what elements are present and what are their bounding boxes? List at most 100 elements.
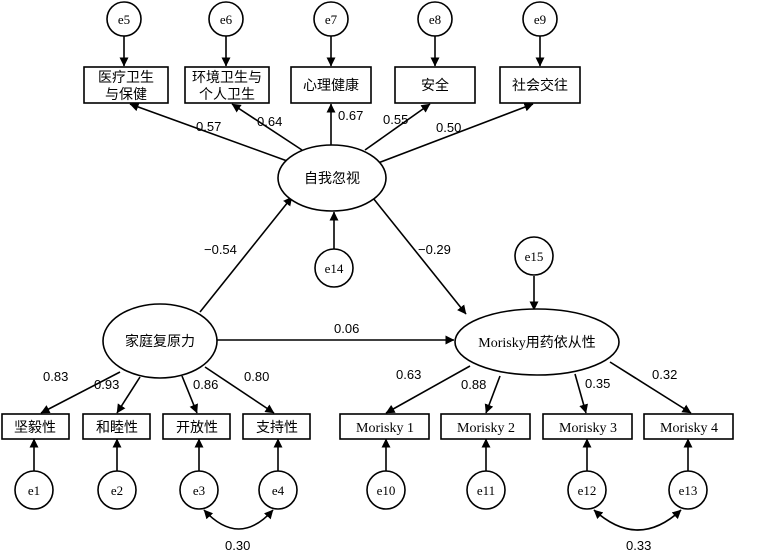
box-social xyxy=(499,66,581,104)
box-morisky3 xyxy=(542,413,633,440)
error-e4 xyxy=(258,470,298,510)
error-e1 xyxy=(14,470,54,510)
error-e5 xyxy=(106,1,142,37)
coef-sn-env: 0.64 xyxy=(257,114,282,129)
coef-sn-safety: 0.55 xyxy=(383,112,408,127)
error-e14 xyxy=(314,248,354,288)
edge-fr-support xyxy=(204,366,275,414)
edge-adh-m4 xyxy=(609,361,692,414)
edge-adh-m1 xyxy=(385,365,471,414)
label-support: 支持性 xyxy=(256,420,298,436)
label-e4: e4 xyxy=(272,483,285,498)
label-e12: e12 xyxy=(578,483,597,498)
label-env-hygiene-line1: 环境卫生与 xyxy=(192,70,262,86)
label-e1: e1 xyxy=(28,483,40,498)
edge-fr-harmony xyxy=(116,376,141,414)
label-env-hygiene-line2: 个人卫生 xyxy=(199,87,255,103)
label-e14: e14 xyxy=(325,261,344,276)
label-e8: e8 xyxy=(429,12,441,27)
label-morisky1: Morisky 1 xyxy=(356,421,414,436)
error-e13 xyxy=(668,470,708,510)
edge-sn-adh xyxy=(372,197,467,315)
label-e2: e2 xyxy=(111,483,123,498)
bottom-error-circles: e1 e2 e3 e4 e10 e11 e12 e13 xyxy=(14,470,708,510)
label-family-resilience: 家庭复原力 xyxy=(125,333,195,350)
coef-sn-medical: 0.57 xyxy=(196,119,221,134)
covariance-e12-e13 xyxy=(593,509,682,531)
label-morisky3: Morisky 3 xyxy=(559,421,617,436)
label-e9: e9 xyxy=(534,12,546,27)
label-medical-health-line1: 医疗卫生 xyxy=(98,70,154,86)
latent-adherence xyxy=(454,308,620,376)
box-morisky4 xyxy=(643,413,734,440)
box-openness xyxy=(162,413,231,440)
coef-fr-openness: 0.86 xyxy=(193,377,218,392)
coef-sn-mental: 0.67 xyxy=(338,108,363,123)
edge-adh-m3 xyxy=(574,373,589,414)
family-resilience-indicators: 坚毅性 和睦性 开放性 支持性 xyxy=(1,413,311,440)
label-e11: e11 xyxy=(477,483,495,498)
box-mental-health xyxy=(290,66,372,104)
edge-fr-tenacity xyxy=(40,371,121,414)
box-safety xyxy=(394,66,476,104)
edge-fr-sn xyxy=(199,196,293,313)
box-medical-health xyxy=(83,66,169,104)
label-self-neglect: 自我忽视 xyxy=(304,171,360,187)
error-e7 xyxy=(313,1,349,37)
error-e10 xyxy=(366,470,406,510)
edge-sn-medical xyxy=(129,102,291,163)
coef-cov-e12-e13: 0.33 xyxy=(626,538,651,551)
edge-sn-safety xyxy=(364,103,431,151)
label-harmony: 和睦性 xyxy=(96,420,138,436)
coef-cov-e3-e4: 0.30 xyxy=(225,538,250,551)
box-support xyxy=(242,413,311,440)
top-error-circles: e5 e6 e7 e8 e9 xyxy=(106,1,558,37)
coef-adh-m3: 0.35 xyxy=(585,376,610,391)
coef-fr-harmony: 0.93 xyxy=(94,377,119,392)
label-e3: e3 xyxy=(193,483,205,498)
coef-fr-support: 0.80 xyxy=(244,369,269,384)
latent-self-neglect xyxy=(277,144,387,212)
error-e2 xyxy=(97,470,137,510)
box-harmony xyxy=(82,413,151,440)
label-e7: e7 xyxy=(325,12,338,27)
label-morisky2: Morisky 2 xyxy=(457,421,515,436)
self-neglect-indicators: 医疗卫生 与保健 环境卫生与 个人卫生 心理健康 安全 社会交往 xyxy=(83,66,581,104)
coef-adh-m2: 0.88 xyxy=(461,377,486,392)
coef-fr-tenacity: 0.83 xyxy=(43,369,68,384)
label-e15: e15 xyxy=(525,249,544,264)
edges xyxy=(29,36,693,531)
coef-sn-social: 0.50 xyxy=(436,120,461,135)
coef-adh-m4: 0.32 xyxy=(652,367,677,382)
latent-family-resilience xyxy=(102,303,218,379)
label-adherence: Morisky用药依从性 xyxy=(478,335,595,351)
edge-adh-m2 xyxy=(484,375,501,414)
coef-fr-adh: 0.06 xyxy=(334,321,359,336)
label-openness: 开放性 xyxy=(176,420,218,436)
label-mental-health: 心理健康 xyxy=(303,77,359,94)
label-e6: e6 xyxy=(220,12,233,27)
edge-fr-openness xyxy=(181,375,198,414)
coef-fr-sn: −0.54 xyxy=(204,242,237,257)
box-morisky2 xyxy=(440,413,531,440)
error-e11 xyxy=(466,470,506,510)
label-e5: e5 xyxy=(118,12,130,27)
error-e3 xyxy=(179,470,219,510)
covariance-e3-e4 xyxy=(203,509,274,530)
edge-sn-env xyxy=(231,103,303,151)
box-tenacity xyxy=(1,413,70,440)
error-e12 xyxy=(567,470,607,510)
edge-sn-social xyxy=(377,102,534,164)
label-medical-health-line2: 与保健 xyxy=(105,87,147,103)
error-e15 xyxy=(514,236,554,276)
adherence-indicators: Morisky 1 Morisky 2 Morisky 3 Morisky 4 xyxy=(339,413,734,440)
error-e6 xyxy=(208,1,244,37)
label-e13: e13 xyxy=(679,483,698,498)
error-e8 xyxy=(417,1,453,37)
label-social: 社会交往 xyxy=(512,77,568,94)
coef-adh-m1: 0.63 xyxy=(396,367,421,382)
label-morisky4: Morisky 4 xyxy=(660,421,718,436)
box-morisky1 xyxy=(339,413,430,440)
label-e10: e10 xyxy=(377,483,396,498)
